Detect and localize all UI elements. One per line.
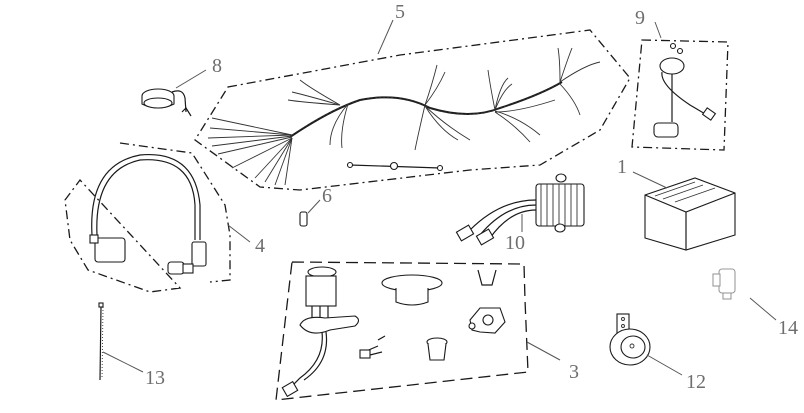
callout-13: 13 bbox=[145, 367, 165, 389]
callout-12: 12 bbox=[686, 371, 706, 393]
callout-9: 9 bbox=[635, 7, 645, 29]
cable-tie-part-13 bbox=[98, 302, 144, 381]
callout-10: 10 bbox=[505, 232, 525, 254]
fuse-part-6 bbox=[299, 199, 321, 227]
starter-relay-part-14 bbox=[712, 268, 777, 321]
callout-14: 14 bbox=[778, 317, 798, 339]
battery-part-1 bbox=[632, 171, 736, 251]
callout-8: 8 bbox=[212, 55, 222, 77]
ignition-coil-part-4 bbox=[64, 142, 251, 293]
callout-3: 3 bbox=[569, 361, 579, 383]
horn-part-12 bbox=[609, 313, 683, 376]
regulator-part-10 bbox=[455, 173, 585, 246]
wiring-harness-part-5 bbox=[194, 19, 631, 191]
callout-6: 6 bbox=[322, 185, 332, 207]
callout-5: 5 bbox=[395, 1, 405, 23]
ignition-switch-set-part-3 bbox=[275, 261, 561, 401]
fuel-sensor-part-9 bbox=[631, 21, 729, 151]
callout-4: 4 bbox=[255, 235, 265, 257]
callout-1: 1 bbox=[617, 156, 627, 178]
flasher-relay-part-8 bbox=[141, 69, 207, 117]
